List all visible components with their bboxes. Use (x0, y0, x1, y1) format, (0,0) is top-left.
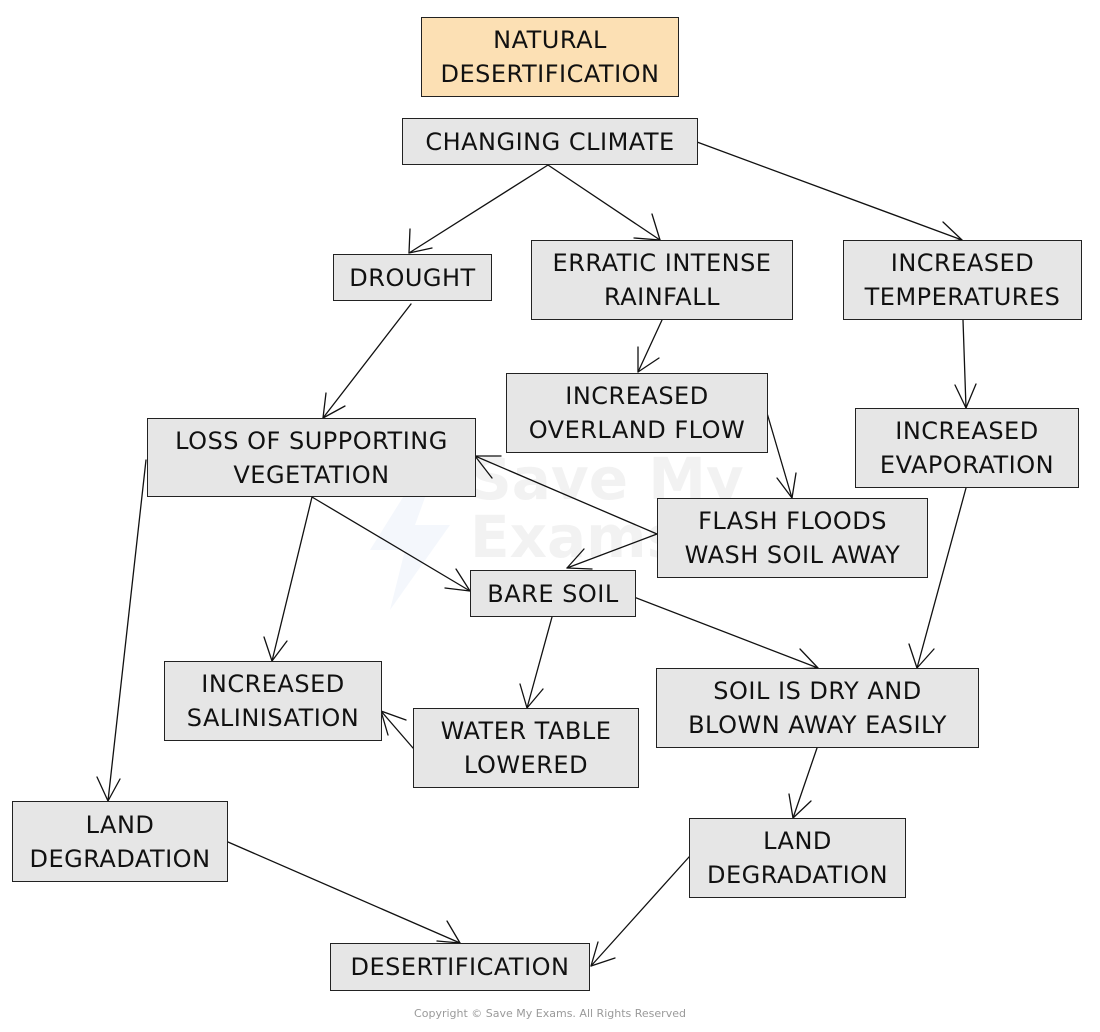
node-erratic-intense-rainfall: ERRATIC INTENSE RAINFALL (531, 240, 793, 320)
node-soil-dry-blown-away: SOIL IS DRY AND BLOWN AWAY EASILY (656, 668, 979, 748)
arrow-land-degradation-right-to-desertification (590, 856, 690, 967)
arrow-drought-to-loss-vegetation (322, 303, 412, 419)
node-land-degradation-right: LAND DEGRADATION (689, 818, 906, 898)
node-changing-climate: CHANGING CLIMATE (402, 118, 698, 165)
node-bare-soil: BARE SOIL (470, 570, 636, 617)
arrow-changing-climate-to-temperatures (696, 141, 963, 241)
node-desertification: DESERTIFICATION (330, 943, 590, 991)
arrow-loss-vegetation-to-salinisation (271, 496, 313, 662)
node-drought: DROUGHT (333, 254, 492, 301)
arrow-loss-vegetation-to-land-degradation-left (107, 459, 147, 802)
arrow-bare-soil-to-soil-dry (633, 596, 819, 669)
node-flash-floods-wash-soil-away: FLASH FLOODS WASH SOIL AWAY (657, 498, 928, 578)
arrow-land-degradation-left-to-desertification (227, 841, 461, 944)
node-loss-of-supporting-vegetation: LOSS OF SUPPORTING VEGETATION (147, 418, 476, 497)
arrow-overland-flow-to-flash-floods (766, 412, 793, 499)
node-increased-salinisation: INCREASED SALINISATION (164, 661, 382, 741)
arrow-rainfall-to-overland-flow (637, 319, 663, 373)
node-increased-evaporation: INCREASED EVAPORATION (855, 408, 1079, 488)
arrow-changing-climate-to-drought (408, 164, 549, 254)
node-water-table-lowered: WATER TABLE LOWERED (413, 708, 639, 788)
arrow-flash-floods-to-bare-soil (566, 533, 658, 569)
node-natural-desertification: NATURAL DESERTIFICATION (421, 17, 679, 97)
arrow-water-table-to-salinisation (380, 710, 414, 749)
arrow-changing-climate-to-rainfall (547, 164, 661, 241)
copyright-notice: Copyright © Save My Exams. All Rights Re… (414, 1007, 686, 1020)
arrow-flash-floods-to-loss-vegetation (474, 455, 658, 535)
node-land-degradation-left: LAND DEGRADATION (12, 801, 228, 882)
arrow-loss-vegetation-to-bare-soil (311, 496, 471, 592)
arrow-evaporation-to-soil-dry (916, 487, 967, 669)
node-increased-overland-flow: INCREASED OVERLAND FLOW (506, 373, 768, 453)
arrow-bare-soil-to-water-table (526, 616, 553, 709)
node-increased-temperatures: INCREASED TEMPERATURES (843, 240, 1082, 320)
arrow-temperatures-to-evaporation (962, 319, 967, 409)
arrow-soil-dry-to-land-degradation-right (792, 747, 818, 819)
